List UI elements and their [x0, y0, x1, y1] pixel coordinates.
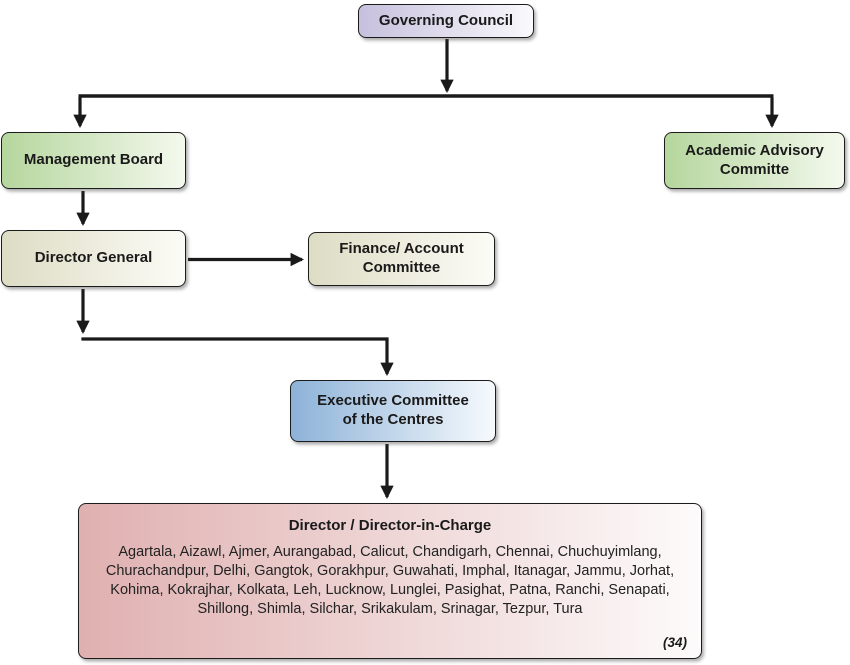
node-executive-committee: Executive Committee of the Centres	[290, 380, 496, 442]
director-in-charge-title: Director / Director-in-Charge	[288, 517, 492, 534]
node-academic-advisory-label: Academic Advisory Committe	[685, 141, 824, 178]
node-academic-advisory-committe: Academic Advisory Committe	[664, 132, 845, 189]
node-management-board: Management Board	[1, 132, 186, 189]
node-director-general-label: Director General	[34, 249, 153, 267]
node-executive-committee-label: Executive Committee of the Centres	[317, 392, 469, 428]
node-governing-council-label: Governing Council	[378, 11, 514, 29]
node-management-board-label: Management Board	[23, 151, 164, 169]
centres-count-badge: (34)	[662, 635, 687, 651]
node-finance-account-committee: Finance/ Account Committee	[308, 232, 495, 286]
centres-list: Agartala, Aizawl, Ajmer, Aurangabad, Cal…	[105, 543, 675, 617]
node-governing-council: Governing Council	[358, 4, 534, 38]
node-finance-account-label: Finance/ Account Committee	[339, 240, 464, 276]
node-director-general: Director General	[1, 230, 186, 287]
node-director-in-charge: Director / Director-in-Charge Agartala, …	[78, 503, 702, 659]
